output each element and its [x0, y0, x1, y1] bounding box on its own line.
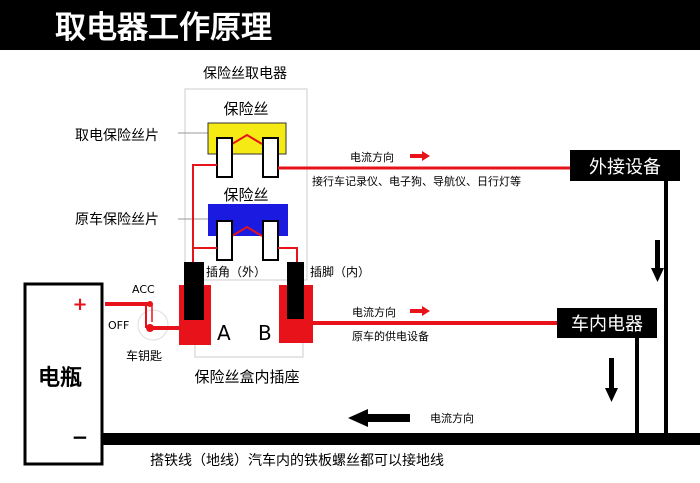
fuse-bottom-label: 保险丝 [223, 186, 268, 204]
battery [23, 282, 104, 466]
arrow-right-icon [410, 151, 430, 161]
car-appliances-box [557, 308, 657, 338]
socket-b-label: B [258, 321, 272, 345]
external-devices-label: 外接设备 [589, 157, 661, 178]
arrow-left-icon [348, 409, 410, 427]
fuse-wire [231, 133, 263, 145]
current-direction-label: 电流方向 [350, 150, 394, 164]
tap-wire [278, 247, 298, 263]
inner-prong [287, 262, 304, 319]
tap-wire [192, 164, 217, 263]
fuse-wire [231, 225, 263, 237]
battery-label: 电瓶 [38, 366, 82, 391]
battery-minus: − [72, 425, 89, 449]
key-label: 车钥匙 [126, 348, 162, 363]
arrow-right-icon [410, 306, 430, 316]
fuse-top-label: 保险丝 [223, 100, 268, 118]
ground-bar [100, 433, 700, 445]
arrow-down-icon [651, 240, 664, 282]
arrow-down-icon [605, 358, 618, 402]
fuse-blade [262, 220, 279, 261]
battery-plus: + [72, 294, 87, 315]
fuse-blade [216, 137, 233, 178]
acc-label: ACC [132, 283, 155, 296]
outer-prong [184, 262, 204, 320]
current-direction-label: 电流方向 [430, 411, 474, 425]
original-fuse-blade-label: 原车保险丝片 [75, 211, 159, 228]
current-direction-label: 电流方向 [352, 305, 396, 319]
outer-prong-label: 插角（外） [206, 265, 266, 279]
original-supply-note: 原车的供电设备 [352, 329, 429, 343]
off-label: OFF [108, 319, 129, 332]
socket-label: 保险丝盒内插座 [194, 368, 299, 386]
fuse-tap-label: 保险丝取电器 [203, 66, 287, 82]
page-title: 取电器工作原理 [55, 10, 272, 46]
car-appliances-label: 车内电器 [571, 314, 643, 335]
external-devices-box [570, 150, 680, 181]
header-bar [0, 0, 700, 50]
fuse-blade [216, 220, 233, 261]
external-devices-note: 接行车记录仪、电子狗、导航仪、日行灯等 [312, 174, 521, 188]
tap-fuse-blade-label: 取电保险丝片 [75, 128, 159, 144]
key-switch [137, 309, 169, 341]
ground-note: 搭铁线（地线）汽车内的铁板螺丝都可以接地线 [150, 452, 444, 469]
inner-prong-label: 插脚（内） [310, 264, 370, 279]
fuse-blade [262, 137, 279, 178]
socket-a-label: A [217, 321, 231, 345]
